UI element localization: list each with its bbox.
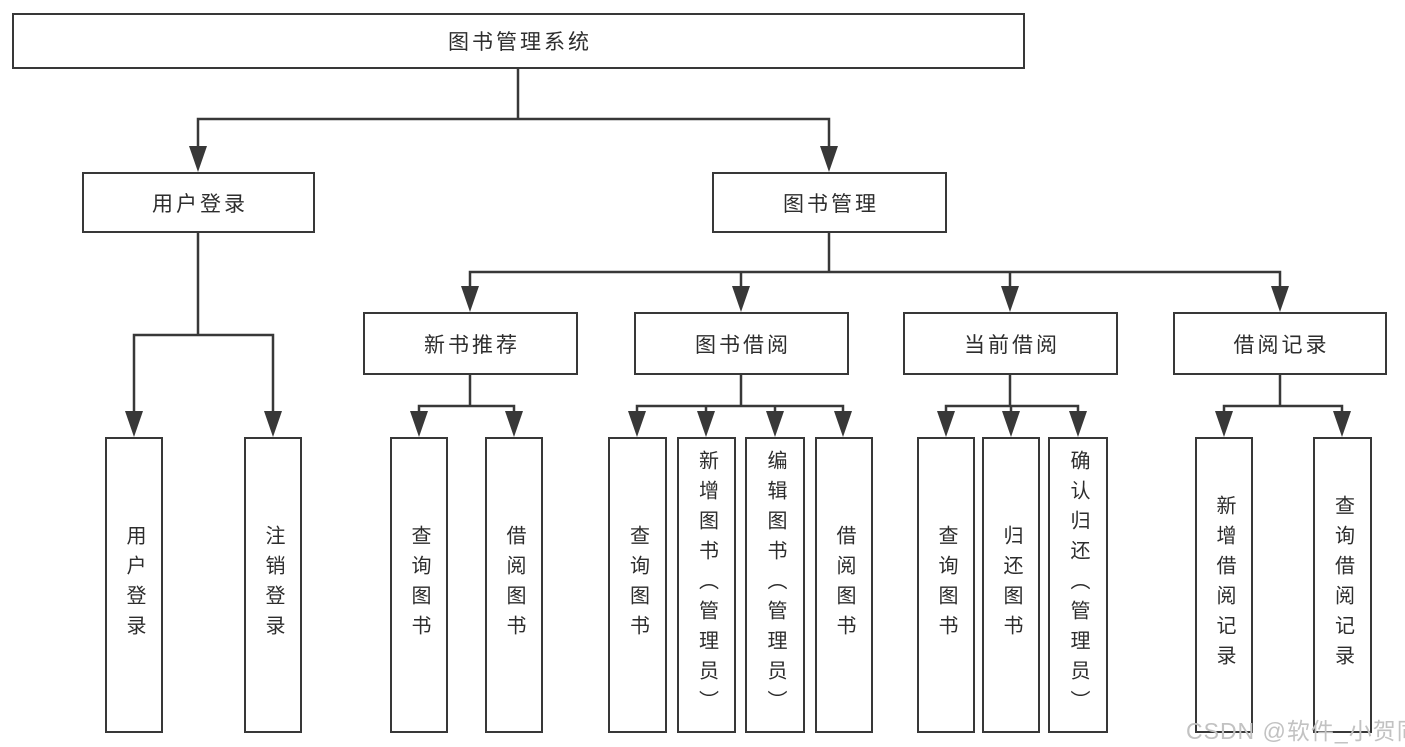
connector-newbook-rail (417, 375, 516, 412)
leaf-edit-book-admin: 编辑图书（管理员） (745, 437, 805, 733)
node-current-borrowing: 当前借阅 (903, 312, 1118, 375)
arrow-down-icon (834, 411, 852, 437)
arrow-down-icon (697, 411, 715, 437)
leaf-add-book-admin: 新增图书（管理员） (677, 437, 736, 733)
arrow-down-icon (125, 411, 143, 437)
leaf-borrow-books-recommend: 借阅图书 (485, 437, 543, 733)
arrow-down-icon (766, 411, 784, 437)
arrow-down-icon (505, 411, 523, 437)
connector-current-rail (944, 375, 1080, 412)
leaf-confirm-return-admin: 确认归还（管理员） (1048, 437, 1108, 733)
arrow-down-icon (628, 411, 646, 437)
arrow-down-icon (820, 146, 838, 172)
leaf-query-books-current: 查询图书 (917, 437, 975, 733)
leaf-add-borrow-record: 新增借阅记录 (1195, 437, 1253, 733)
arrow-down-icon (264, 411, 282, 437)
leaf-logout: 注销登录 (244, 437, 302, 733)
node-new-book-recommend: 新书推荐 (363, 312, 578, 375)
connector-level2-rail (196, 117, 831, 146)
node-book-management: 图书管理 (712, 172, 947, 233)
arrow-down-icon (1271, 286, 1289, 312)
leaf-user-login: 用户登录 (105, 437, 163, 733)
arrow-down-icon (410, 411, 428, 437)
root-node: 图书管理系统 (12, 13, 1025, 69)
arrow-down-icon (1001, 286, 1019, 312)
arrow-down-icon (461, 286, 479, 312)
arrow-down-icon (732, 286, 750, 312)
connector-records-rail (1222, 375, 1344, 412)
arrow-down-icon (937, 411, 955, 437)
leaf-return-book: 归还图书 (982, 437, 1040, 733)
node-borrow-records: 借阅记录 (1173, 312, 1387, 375)
watermark: CSDN @软件_小贺同学 (1186, 718, 1405, 744)
arrow-down-icon (1069, 411, 1087, 437)
node-book-borrowing: 图书借阅 (634, 312, 849, 375)
arrow-down-icon (189, 146, 207, 172)
leaf-query-books-borrow: 查询图书 (608, 437, 667, 733)
arrow-down-icon (1002, 411, 1020, 437)
connector-bookborrow-rail (635, 375, 845, 412)
connector-userlogin-rail (132, 333, 275, 412)
arrow-down-icon (1215, 411, 1233, 437)
arrow-down-icon (1333, 411, 1351, 437)
leaf-query-books-recommend: 查询图书 (390, 437, 448, 733)
connector-sections-rail (468, 270, 1282, 288)
leaf-borrow-books-borrow: 借阅图书 (815, 437, 873, 733)
node-user-login: 用户登录 (82, 172, 315, 233)
leaf-query-borrow-record: 查询借阅记录 (1313, 437, 1372, 733)
